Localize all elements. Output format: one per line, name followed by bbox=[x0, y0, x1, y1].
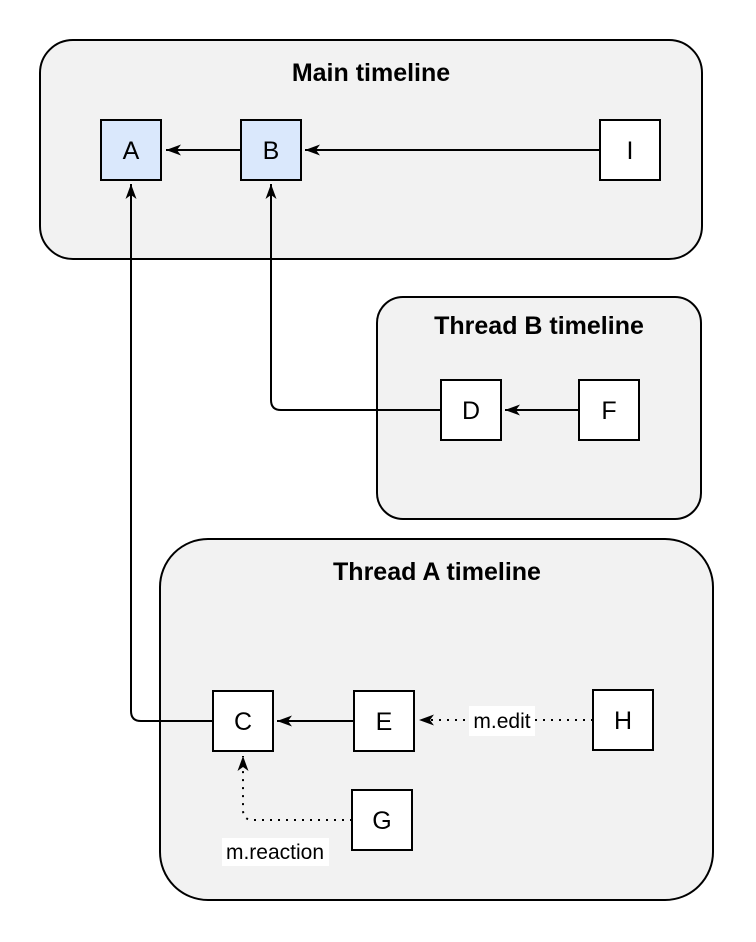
node-d bbox=[440, 379, 502, 441]
node-b bbox=[240, 119, 302, 181]
node-f-label: F bbox=[601, 397, 616, 425]
node-h bbox=[592, 689, 654, 751]
node-d-label: D bbox=[462, 397, 480, 425]
thread-a-timeline-container bbox=[159, 538, 714, 901]
edge-label-m-edit-background bbox=[469, 706, 535, 736]
node-h-label: H bbox=[614, 707, 632, 735]
edge-c-to-a bbox=[125, 184, 213, 722]
main-timeline-title: Main timeline bbox=[292, 59, 450, 87]
node-a-label: A bbox=[123, 137, 140, 165]
node-c bbox=[212, 690, 274, 752]
edge-label-m-reaction: m.reaction bbox=[226, 841, 324, 864]
node-a bbox=[100, 119, 162, 181]
node-b-label: B bbox=[263, 137, 280, 165]
node-e-label: E bbox=[376, 708, 393, 736]
node-f bbox=[578, 379, 640, 441]
node-e bbox=[353, 690, 415, 752]
thread-a-timeline-title: Thread A timeline bbox=[333, 558, 541, 586]
edge-label-m-edit: m.edit bbox=[473, 710, 530, 733]
thread-b-timeline-title: Thread B timeline bbox=[434, 312, 644, 340]
node-g bbox=[351, 789, 413, 851]
node-i-label: I bbox=[627, 137, 634, 165]
edge-d-to-b bbox=[265, 184, 441, 411]
node-i bbox=[599, 119, 661, 181]
thread-b-timeline-container bbox=[376, 296, 702, 520]
edge-label-m-reaction-background bbox=[222, 838, 329, 866]
node-g-label: G bbox=[372, 807, 391, 835]
node-c-label: C bbox=[234, 708, 252, 736]
